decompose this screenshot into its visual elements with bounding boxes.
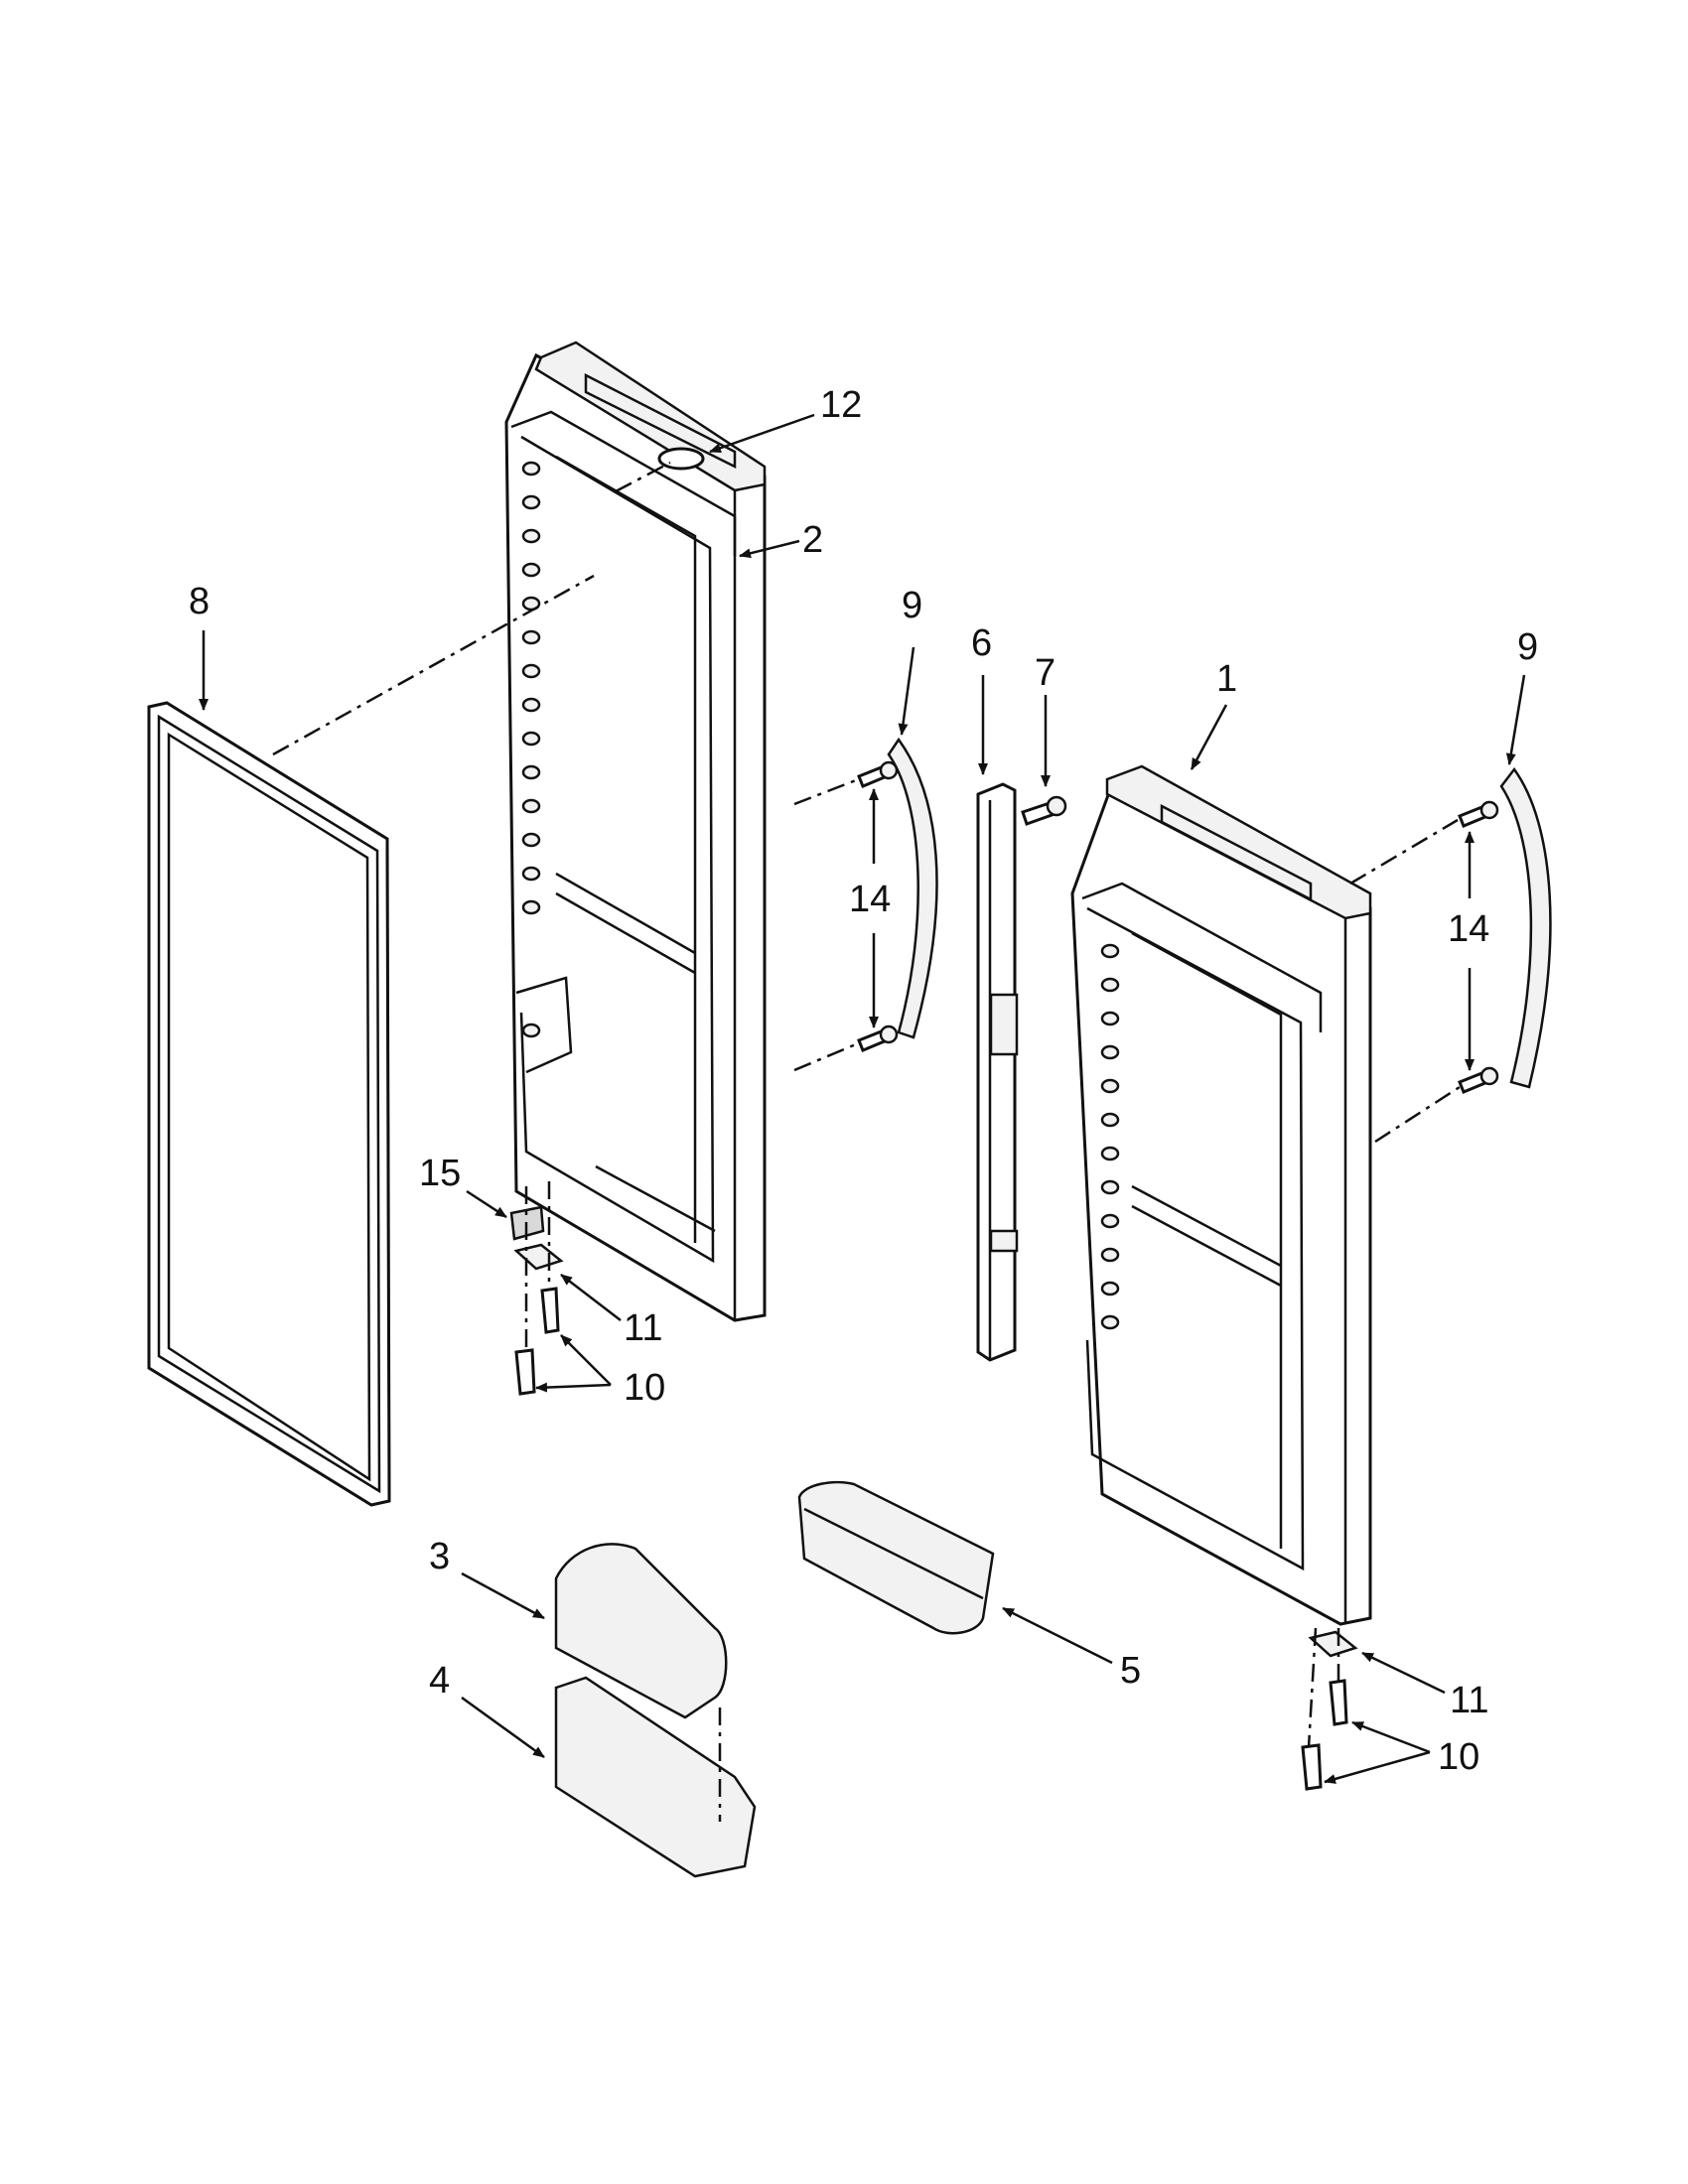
- callout-9-left: 9: [902, 585, 922, 626]
- mullion-strip: [976, 782, 1019, 1362]
- door-bin-small: [797, 1480, 995, 1635]
- callout-labels: 12 2 8 9 6 7 1 9 14 14 15 11 10 3 4 5 11…: [189, 384, 1538, 1778]
- door-bin: [554, 1676, 757, 1878]
- handle-screws: [857, 760, 1499, 1094]
- hinge-screws-right: [1301, 1679, 1348, 1791]
- callout-2: 2: [802, 519, 823, 561]
- callout-11-right: 11: [1450, 1680, 1488, 1721]
- callout-5: 5: [1120, 1650, 1141, 1692]
- right-refrigerator-door: [1070, 764, 1372, 1626]
- callout-11-left: 11: [624, 1307, 662, 1349]
- callout-arrows: [199, 413, 1526, 1784]
- assembly-dash-lines: [272, 461, 1461, 1822]
- callout-4: 4: [429, 1660, 450, 1702]
- callout-9-right: 9: [1517, 626, 1538, 668]
- callout-10-right: 10: [1438, 1736, 1479, 1778]
- left-refrigerator-door: [504, 341, 767, 1322]
- hinge-screws-left: [514, 1287, 560, 1396]
- callout-14-right: 14: [1448, 908, 1489, 950]
- callout-12: 12: [820, 384, 862, 426]
- door-shelf-bumps-right: [1100, 943, 1120, 1330]
- callout-15: 15: [419, 1153, 461, 1194]
- callout-7: 7: [1035, 652, 1055, 694]
- callout-10-left: 10: [624, 1367, 665, 1409]
- callout-3: 3: [429, 1536, 450, 1577]
- plug-part: [657, 447, 705, 471]
- hinge-plate-left: [513, 1243, 564, 1271]
- callout-8: 8: [189, 581, 210, 622]
- callout-1: 1: [1216, 658, 1237, 700]
- mullion-screw: [1021, 795, 1067, 826]
- door-shelf-bumps-left: [521, 461, 541, 1038]
- door-handle-left: [887, 737, 938, 1039]
- bin-cover: [554, 1543, 728, 1719]
- callout-6: 6: [971, 622, 992, 664]
- door-handle-right: [1499, 766, 1552, 1089]
- door-gasket: [147, 701, 391, 1507]
- hinge-plate-right: [1308, 1630, 1358, 1658]
- callout-14-left: 14: [849, 879, 891, 920]
